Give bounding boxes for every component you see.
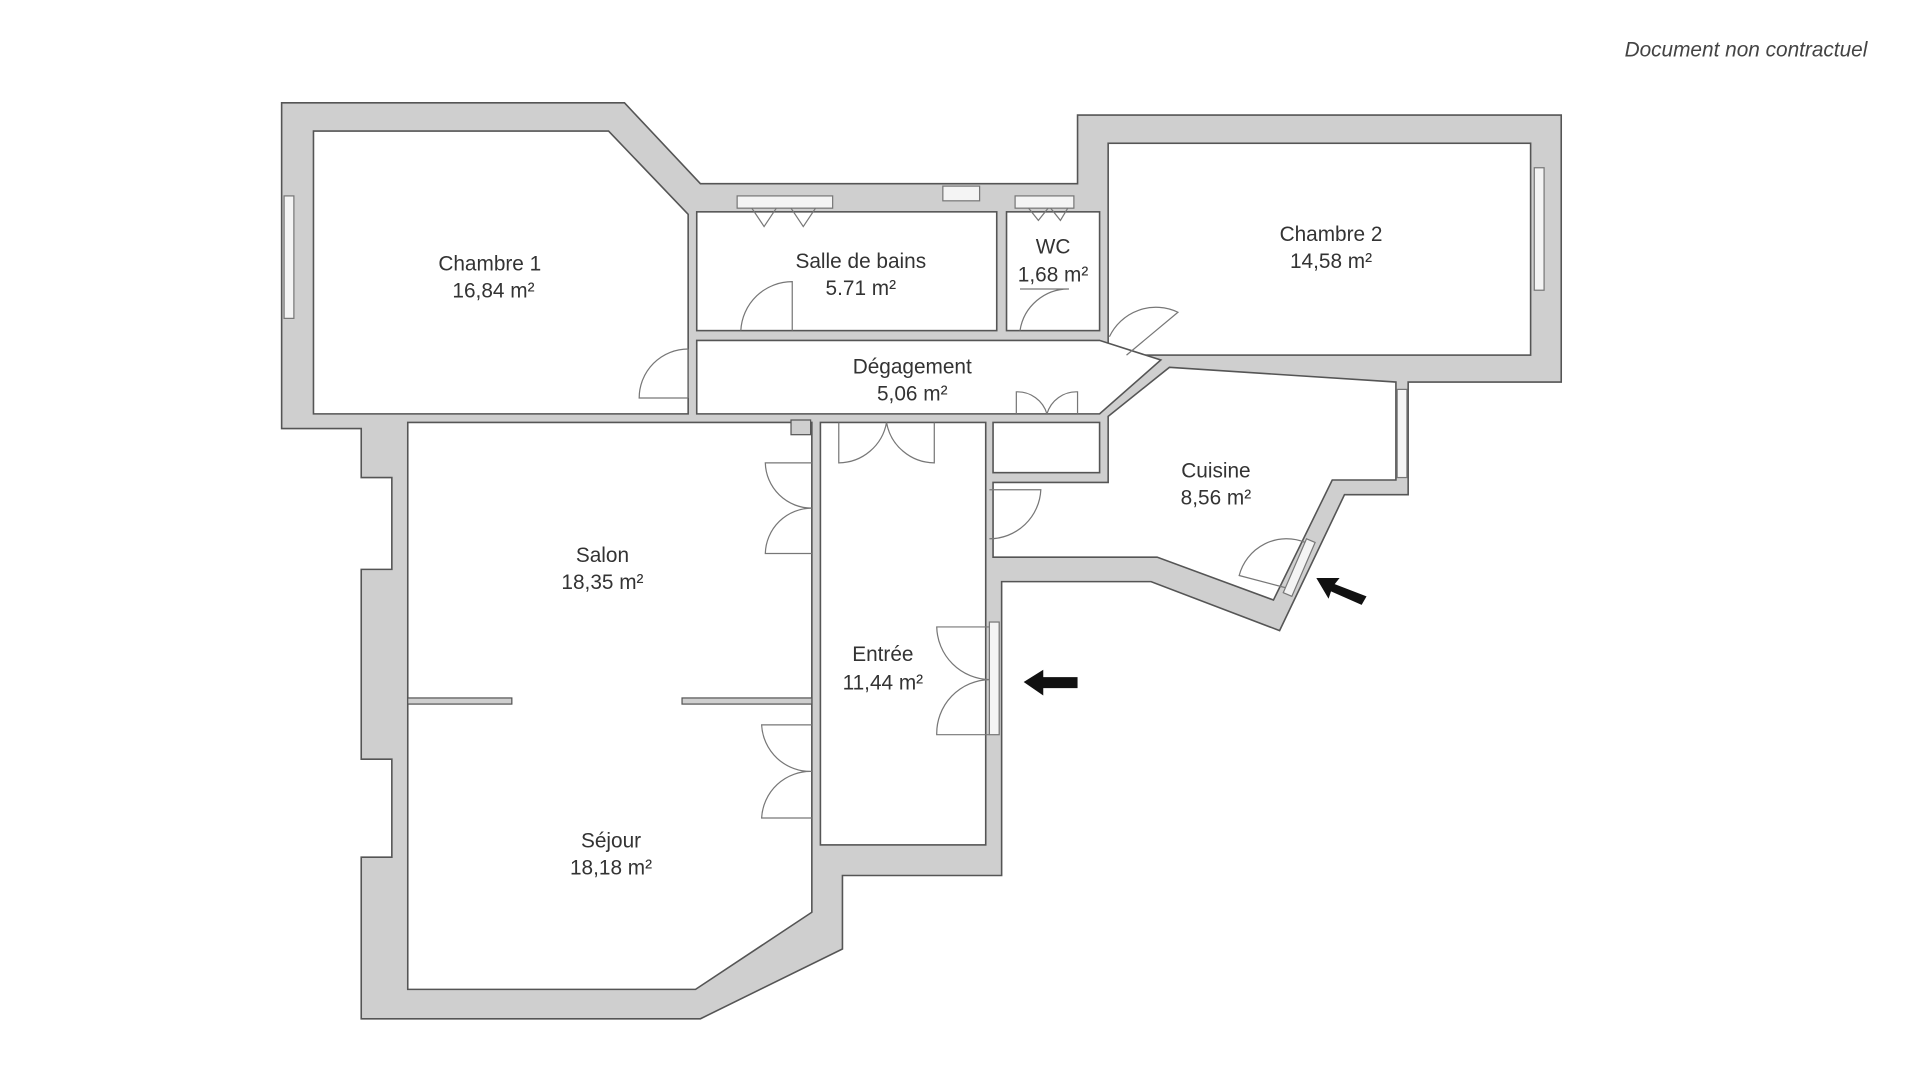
- duct: [790, 419, 812, 436]
- partition-left: [407, 697, 513, 705]
- room-area: 5,06 m²: [877, 382, 948, 405]
- room-name: Chambre 2: [1280, 223, 1383, 246]
- room-area: 18,18 m²: [570, 856, 652, 879]
- window: [1533, 167, 1545, 291]
- window: [736, 195, 834, 209]
- room-area: 14,58 m²: [1290, 250, 1372, 273]
- room-area: 8,56 m²: [1181, 486, 1252, 509]
- entrance-arrow-icon: [1316, 577, 1367, 605]
- window: [1014, 195, 1075, 209]
- room-name: Entrée: [852, 643, 913, 666]
- partition-right: [681, 697, 813, 705]
- window: [1396, 388, 1408, 479]
- room-wc: [1005, 211, 1101, 332]
- room-cuisine: [992, 366, 1397, 601]
- room-degagement: [695, 339, 1163, 415]
- room-area: 1,68 m²: [1018, 264, 1089, 287]
- room-name: Cuisine: [1181, 460, 1250, 483]
- room-name: Chambre 1: [438, 253, 541, 276]
- room-name: Salle de bains: [795, 250, 926, 273]
- disclaimer-text: Document non contractuel: [1625, 38, 1869, 61]
- doors: [638, 207, 1306, 819]
- room-area: 5.71 m²: [826, 277, 897, 300]
- room-chambre-1: [312, 130, 689, 415]
- room-area: 18,35 m²: [561, 571, 643, 594]
- room-salon-sejour: [406, 421, 813, 991]
- room-name: Séjour: [581, 829, 641, 852]
- room-area: 11,44 m²: [843, 671, 924, 694]
- entrance-arrow-icon: [1023, 669, 1078, 696]
- room-name: Dégagement: [853, 355, 972, 378]
- vent: [942, 185, 981, 202]
- room-salle-de-bains: [695, 211, 998, 332]
- room-name: Salon: [576, 544, 629, 567]
- room-name: WC: [1036, 235, 1071, 258]
- kitchen-door-frame: [1282, 537, 1316, 598]
- window: [283, 195, 295, 319]
- closet: [992, 421, 1101, 474]
- room-chambre-2: [1107, 142, 1532, 356]
- room-area: 16,84 m²: [452, 280, 534, 303]
- entry-door-frame: [988, 621, 1000, 736]
- room-entree: [819, 421, 987, 846]
